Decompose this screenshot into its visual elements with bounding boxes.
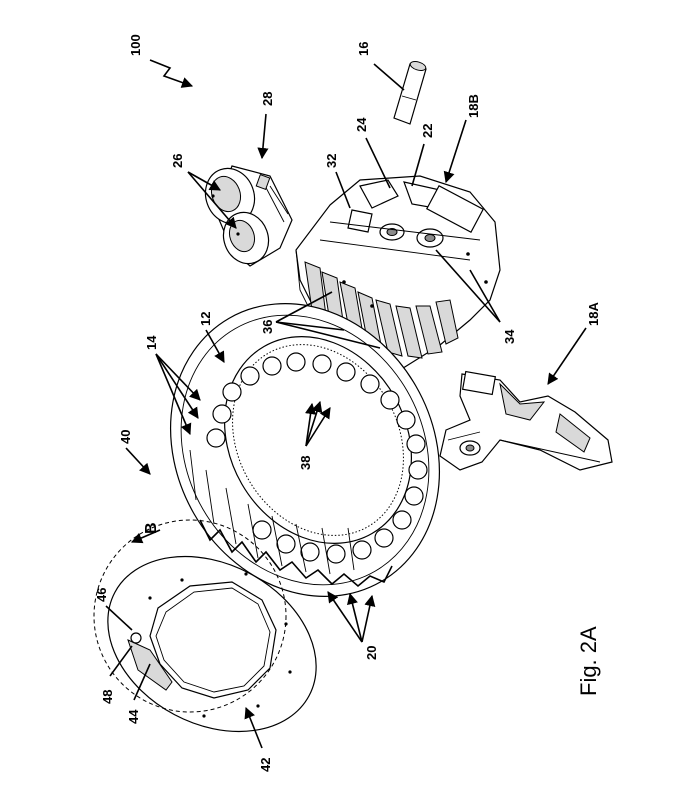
label-28: 28 [260, 92, 275, 106]
label-48: 48 [100, 690, 115, 704]
label-22: 22 [420, 124, 435, 138]
label-18A: 18A [586, 302, 601, 326]
label-32: 32 [324, 154, 339, 168]
label-16: 16 [356, 42, 371, 56]
label-20: 20 [364, 646, 379, 660]
figure-caption: Fig. 2A [576, 626, 601, 696]
label-40: 40 [118, 430, 133, 444]
cartridge-ring-12 [169, 303, 441, 597]
label-B: B [143, 522, 160, 534]
label-26: 26 [170, 154, 185, 168]
label-34: 34 [502, 329, 517, 344]
label-44: 44 [126, 709, 141, 724]
label-36: 36 [260, 320, 275, 334]
lower-housing-18A [439, 370, 613, 471]
label-24: 24 [354, 117, 369, 132]
pin-part-16 [393, 61, 427, 125]
label-18B: 18B [466, 94, 481, 118]
bottom-plate-42 [107, 555, 317, 733]
leader-lines [105, 59, 587, 749]
label-42: 42 [258, 758, 273, 772]
cartridge-cups-14 [206, 352, 428, 564]
cylinders-36 [304, 261, 459, 359]
label-46: 46 [94, 588, 109, 602]
motor-assembly-26-28 [204, 165, 293, 267]
detail-circle-B [93, 519, 287, 713]
label-38: 38 [298, 456, 313, 470]
label-100: 100 [128, 34, 143, 56]
upper-housing-18B [295, 175, 501, 371]
label-12: 12 [198, 312, 213, 326]
label-14: 14 [144, 335, 159, 350]
reference-labels: 100 16 28 18B 24 22 32 26 12 14 36 34 18… [94, 34, 601, 772]
